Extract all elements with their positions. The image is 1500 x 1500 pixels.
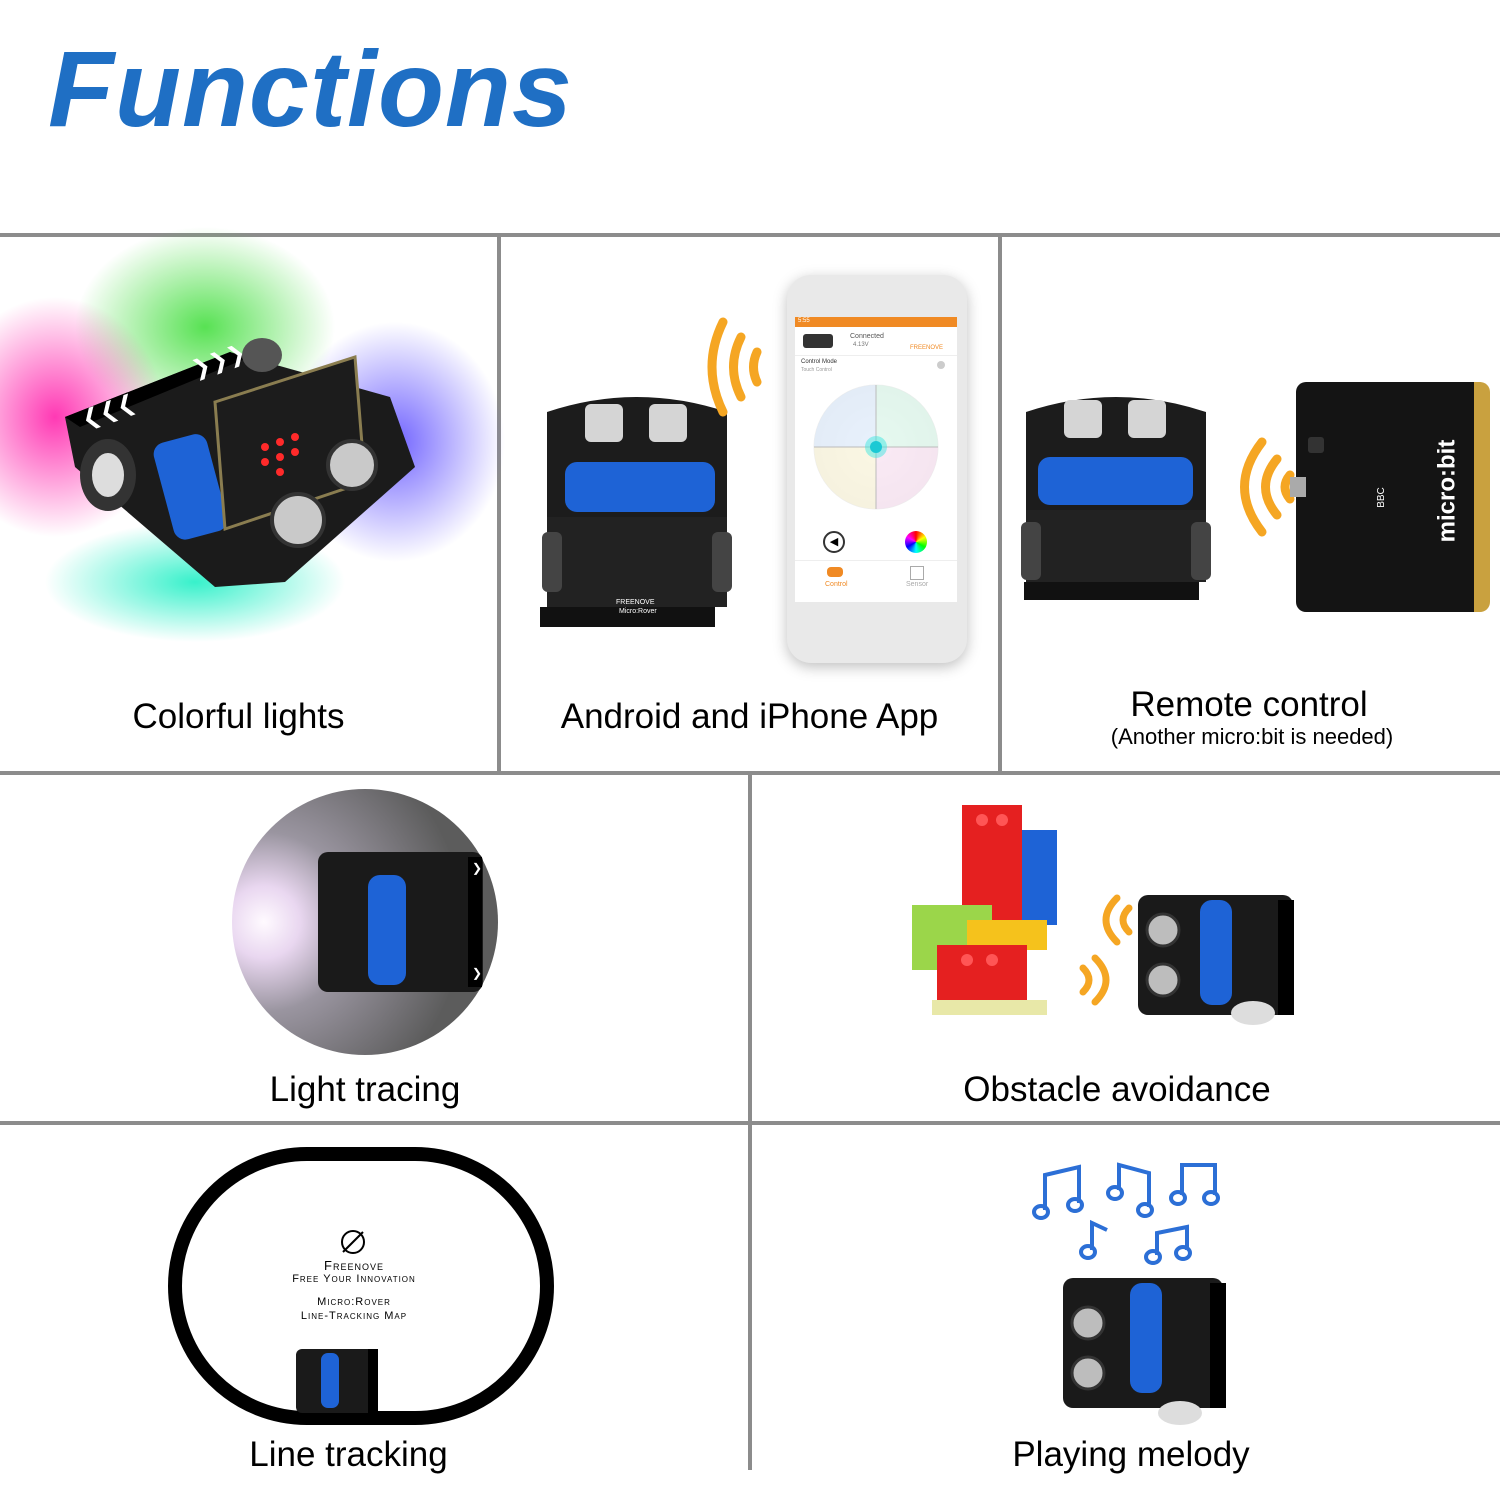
sublabel-remote-control: (Another micro:bit is needed): [1110, 724, 1394, 749]
robot-rgb-glow-illustration: ❮❮❮ ❯❯❯: [0, 227, 505, 642]
phone-status-bar: 5:55: [795, 317, 957, 327]
divider-v3: [748, 775, 752, 1121]
divider-v1: [497, 237, 501, 771]
wireless-signal-icon: [707, 317, 762, 417]
microbit-bbc-text: BBC: [1375, 487, 1387, 508]
divider-bottom: [0, 1121, 1500, 1125]
car-thumbnail-icon: [803, 334, 833, 348]
microbit-board: micro:bit BBC: [1290, 382, 1490, 612]
map-title: Line-Tracking Map: [300, 1310, 408, 1322]
divider-v4: [748, 1125, 752, 1470]
label-colorful-lights: Colorful lights: [132, 697, 345, 736]
flashlight-spot-illustration: ❯ ❯: [232, 789, 498, 1055]
map-product: Micro:Rover: [317, 1296, 391, 1308]
board-model: Micro:Rover: [619, 608, 657, 615]
divider-middle: [0, 771, 1500, 775]
label-light-tracing: Light tracing: [269, 1070, 461, 1109]
robot-car-illustration: [1063, 1278, 1226, 1425]
color-picker-icon[interactable]: [905, 531, 927, 553]
svg-text:❯: ❯: [472, 861, 482, 875]
label-playing-melody: Playing melody: [1012, 1435, 1250, 1474]
panel-obstacle-avoidance: Obstacle avoidance: [752, 775, 1500, 1121]
phone-screen: 5:55 Connected 4.13V FREENOVE Control Mo…: [795, 317, 957, 602]
map-slogan: Free Your Innovation: [292, 1273, 416, 1285]
panel-app: FREENOVE Micro:Rover 5:55 Connected 4.13…: [501, 237, 998, 771]
robot-car-illustration: [1021, 397, 1211, 600]
phone-mockup: 5:55 Connected 4.13V FREENOVE Control Mo…: [787, 275, 967, 663]
divider-top: [0, 233, 1500, 237]
phone-brand: FREENOVE: [910, 345, 944, 351]
wireless-signal-icon: [1079, 894, 1133, 1006]
microbit-logo-text: micro:bit: [1433, 439, 1461, 543]
panel-line-tracking: Freenove Free Your Innovation Micro:Rove…: [0, 1125, 748, 1474]
label-obstacle-avoidance: Obstacle avoidance: [963, 1070, 1271, 1109]
phone-tab-bar: Control Sensor: [795, 560, 957, 603]
phone-time: 5:55: [798, 318, 810, 324]
label-remote-control: Remote control: [1130, 685, 1368, 724]
phone-header: Connected 4.13V FREENOVE: [795, 327, 957, 356]
map-brand: Freenove: [324, 1258, 384, 1273]
chip-icon: [910, 566, 924, 580]
gamepad-icon: [827, 567, 843, 577]
usb-port-icon: [1290, 477, 1306, 497]
phone-connection-status: Connected: [850, 333, 884, 340]
panel-colorful-lights: ❮❮❮ ❯❯❯ Colorful lights: [0, 227, 505, 771]
panel-light-tracing: ❯ ❯ Light tracing: [0, 775, 748, 1121]
robot-car-illustration: [1138, 895, 1294, 1025]
phone-voltage: 4.13V: [853, 342, 869, 348]
wireless-signal-icon: [1240, 437, 1295, 537]
panel-remote-control: micro:bit BBC Remote control (Another mi…: [1002, 237, 1500, 771]
reset-button: [1308, 437, 1324, 453]
color-wheel-joystick[interactable]: [811, 382, 941, 512]
robot-car-illustration: [296, 1349, 378, 1413]
freenove-logo-icon: [341, 1230, 365, 1254]
label-app: Android and iPhone App: [560, 697, 939, 736]
panel-playing-melody: Playing melody: [752, 1125, 1500, 1474]
mode-toggle[interactable]: [937, 361, 945, 369]
page-title: Functions: [48, 28, 573, 149]
control-mode-value: Touch Control: [801, 367, 832, 373]
music-notes-icon: [1032, 1162, 1220, 1265]
tab-control[interactable]: Control: [825, 581, 848, 588]
board-brand: FREENOVE: [616, 599, 655, 606]
speaker-icon[interactable]: ◀: [823, 531, 845, 553]
robot-car-illustration: [540, 397, 732, 627]
brick-wall-illustration: [912, 805, 1057, 1015]
divider-v2: [998, 237, 1002, 771]
label-line-tracking: Line tracking: [249, 1435, 448, 1474]
tab-sensor[interactable]: Sensor: [906, 581, 929, 588]
svg-text:❯: ❯: [472, 966, 482, 980]
control-mode-label: Control Mode: [801, 359, 838, 365]
